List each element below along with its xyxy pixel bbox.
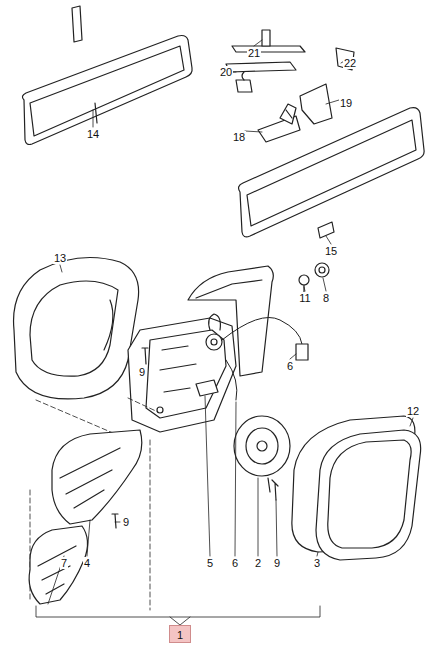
callout-number: 13 (53, 252, 67, 264)
callout-number: 9 (273, 557, 281, 569)
callout-number: 4 (83, 557, 91, 569)
callout-number: 19 (339, 97, 353, 109)
callout-number: 5 (206, 557, 214, 569)
callout-number: 2 (254, 557, 262, 569)
callout-number: 9 (122, 516, 130, 528)
assembly-number-box: 1 (169, 625, 191, 643)
callout-number: 6 (286, 360, 294, 372)
callout-number: 8 (322, 292, 330, 304)
callout-number: 12 (406, 405, 420, 417)
callout-number: 15 (324, 245, 338, 257)
callout-number: 11 (298, 292, 311, 304)
callout-number: 7 (60, 557, 68, 569)
callout-number: 14 (86, 128, 100, 140)
callout-number: 9 (138, 366, 146, 378)
callout-number: 1 (170, 629, 190, 641)
callout-number: 22 (343, 57, 357, 69)
callout-number: 18 (232, 131, 246, 143)
callout-number: 21 (247, 47, 261, 59)
callout-number: 20 (219, 66, 233, 78)
callout-number: 6 (231, 557, 239, 569)
callout-number: 3 (313, 557, 321, 569)
